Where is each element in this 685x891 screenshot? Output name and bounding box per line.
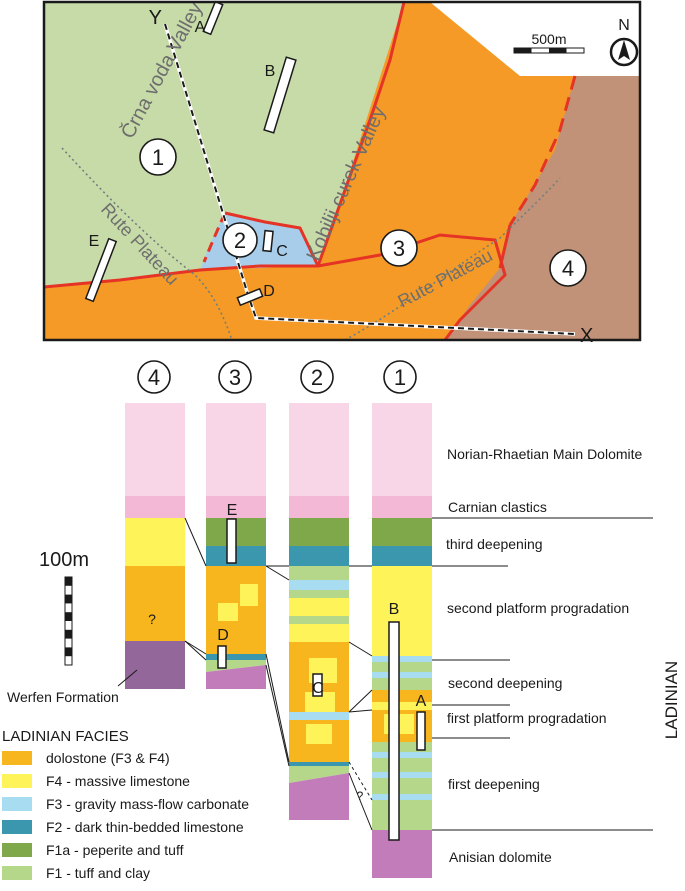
column-sample-c-bar: [312, 673, 323, 697]
column-sample-a-label: A: [416, 693, 427, 710]
map-area-3-fill: [44, 2, 640, 340]
legend-swatch-1: [2, 774, 32, 788]
unit-label-anisian: Anisian dolomite: [449, 849, 552, 865]
map-scale-bar: 500m: [513, 31, 585, 54]
area-3-circle: [380, 229, 418, 267]
legend-swatch-4: [2, 843, 32, 857]
north-label: N: [618, 17, 630, 34]
map-sample-c-bar: [262, 229, 274, 253]
column-header-4: 4: [148, 365, 160, 390]
column-header-1: 1: [394, 365, 406, 390]
plateau-lines: [61, 147, 561, 341]
unit-boundary-lines: [432, 517, 653, 831]
area-4-label: 4: [562, 256, 574, 281]
legend-item-label-1: F4 - massive limestone: [46, 773, 190, 789]
legend-item-label-0: dolostone (F3 & F4): [46, 750, 170, 766]
legend-swatch-2: [2, 797, 32, 811]
column-sample-a-bar: [416, 711, 426, 751]
correlation-lines: [184, 517, 373, 831]
unit-label-first-deepening: first deepening: [448, 776, 540, 792]
stratigraphic-column-4: ?: [125, 403, 185, 689]
column-4-question-mark: ?: [148, 611, 156, 627]
legend-item-label-5: F1 - tuff and clay: [46, 865, 150, 881]
map-scale-label: 500m: [531, 31, 566, 47]
column-sample-c-label: C: [312, 680, 324, 697]
section-start-label: Y: [149, 7, 162, 29]
area-1-label: 1: [152, 145, 164, 170]
map-blank-corner: [430, 2, 640, 76]
map-sample-b-label: B: [265, 63, 276, 80]
stratigraphic-column-2: [289, 403, 349, 820]
unit-label-third-deepening: third deepening: [446, 536, 543, 552]
unit-label-norian: Norian-Rhaetian Main Dolomite: [447, 446, 643, 462]
unit-label-second-deepening: second deepening: [448, 675, 562, 691]
stratigraphic-column-1: [372, 403, 432, 878]
map-frame: [42, 0, 642, 342]
map-sample-e-label: E: [89, 233, 100, 250]
legend-title: LADINIAN FACIES: [2, 728, 129, 745]
map-sample-e-bar: [84, 237, 118, 303]
section-end-label: X: [580, 325, 593, 347]
column-headers: 4 3 2 1: [137, 360, 417, 394]
column-2-question-mark: ?: [357, 789, 364, 803]
unit-label-second-platform: second platform progradation: [447, 600, 629, 616]
vertical-scale-bar: 100m: [39, 549, 89, 666]
column-sample-d-label: D: [217, 627, 229, 644]
section-line: [164, 23, 576, 335]
map-sample-bars: [84, 0, 297, 307]
legend-item-label-3: F2 - dark thin-bedded limestone: [46, 819, 244, 835]
facies-legend: LADINIAN FACIES dolostone (F3 & F4) F4 - …: [2, 728, 249, 881]
ladinian-stage-label: LADINIAN: [662, 661, 681, 739]
area-2-circle: [222, 222, 258, 258]
werfen-pointer: [117, 669, 138, 687]
map-area-4-fill: [445, 76, 640, 340]
column-sample-e-label: E: [227, 502, 238, 519]
area-4-circle: [549, 249, 587, 287]
north-arrow-icon: N: [609, 17, 639, 67]
legend-swatch-5: [2, 866, 32, 880]
area-2-label: 2: [234, 228, 246, 253]
unit-label-first-platform: first platform progradation: [447, 710, 607, 726]
area-1-circle: [139, 138, 177, 176]
column-header-2: 2: [311, 365, 323, 390]
unit-labels: Norian-Rhaetian Main Dolomite Carnian cl…: [446, 446, 643, 865]
map-sample-c-label: C: [276, 243, 288, 260]
column-sample-bars: [217, 518, 426, 841]
scale-bar-label: 100m: [39, 549, 89, 571]
column-sample-b-bar: [388, 621, 400, 841]
map-sample-d-bar: [236, 287, 264, 307]
legend-swatch-0: [2, 751, 32, 765]
legend-swatch-3: [2, 820, 32, 834]
map-sample-a-label: A: [195, 19, 206, 36]
map-area-markers: 1 2 3 4: [139, 138, 587, 287]
column-header-3: 3: [229, 365, 241, 390]
map-sample-b-bar: [263, 56, 297, 134]
legend-item-label-2: F3 - gravity mass-flow carbonate: [46, 796, 249, 812]
area-3-label: 3: [393, 236, 405, 261]
geological-map: Y X Črna voda Valley Kobilji curek Valle…: [42, 0, 642, 347]
werfen-formation-label: Werfen Formation: [7, 689, 119, 705]
column-sample-b-label: B: [389, 601, 400, 618]
map-sample-d-label: D: [263, 283, 275, 300]
column-sample-e-bar: [226, 518, 237, 564]
unit-label-carnian: Carnian clastics: [448, 499, 547, 515]
legend-item-label-4: F1a - peperite and tuff: [46, 842, 184, 858]
column-sample-d-bar: [217, 645, 227, 669]
